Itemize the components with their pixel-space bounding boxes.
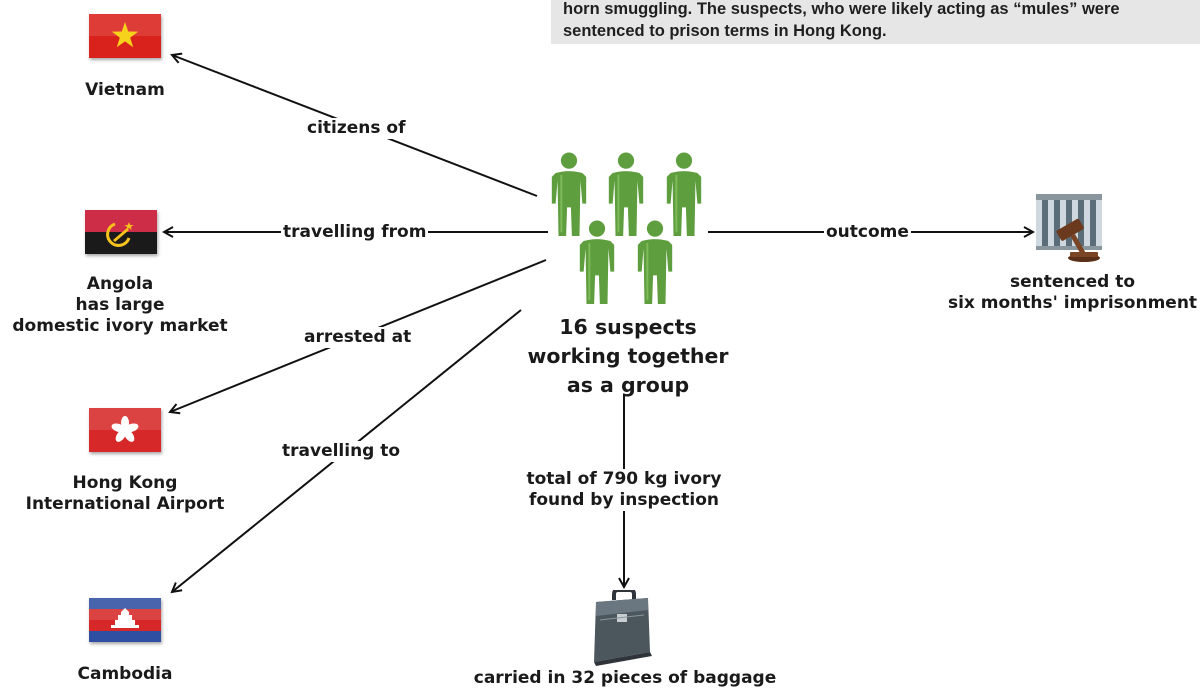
caption-line-1: horn smuggling. The suspects, who were l… xyxy=(563,0,1120,18)
node-hong-kong-line-1: Hong Kong xyxy=(72,473,178,493)
node-sentence-label: sentenced to six months' imprisonment xyxy=(945,272,1200,314)
edge-label-outcome: outcome xyxy=(824,222,911,243)
node-angola-line-1: Angola xyxy=(86,274,154,294)
center-label-line-2: working together xyxy=(527,344,729,368)
edge-label-inspection-line-1: total of 790 kg ivory xyxy=(526,469,722,489)
center-node-label: 16 suspects working together as a group xyxy=(513,313,743,400)
caption-box: horn smuggling. The suspects, who were l… xyxy=(551,0,1200,44)
edge-label-arrested-at: arrested at xyxy=(302,327,414,348)
node-angola-line-3: domestic ivory market xyxy=(12,316,228,336)
edge-label-inspection: total of 790 kg ivory found by inspectio… xyxy=(508,469,740,511)
node-vietnam-label: Vietnam xyxy=(85,80,165,100)
edge-label-inspection-line-2: found by inspection xyxy=(528,490,720,510)
hong-kong-flag-icon xyxy=(89,408,161,452)
node-cambodia-label: Cambodia xyxy=(77,664,173,684)
node-hong-kong-label: Hong Kong International Airport xyxy=(10,473,240,515)
node-angola-label: Angola has large domestic ivory market xyxy=(0,274,240,337)
node-baggage-label: carried in 32 pieces of baggage xyxy=(473,668,777,688)
prison-gavel-icon xyxy=(1032,192,1112,268)
caption-line-2: sentenced to prison terms in Hong Kong. xyxy=(563,22,887,40)
people-group-icon xyxy=(548,152,708,316)
vietnam-flag-icon xyxy=(89,14,161,58)
cambodia-flag-icon xyxy=(89,598,161,642)
briefcase-icon xyxy=(590,588,654,670)
edge-label-citizens-of: citizens of xyxy=(305,118,408,139)
center-label-line-1: 16 suspects xyxy=(559,315,697,339)
center-label-line-3: as a group xyxy=(566,373,690,397)
node-sentence-line-2: six months' imprisonment xyxy=(947,293,1198,313)
node-hong-kong-line-2: International Airport xyxy=(25,494,225,514)
angola-flag-icon xyxy=(85,210,157,254)
edge-label-travelling-from: travelling from xyxy=(281,222,429,243)
node-sentence-line-1: sentenced to xyxy=(1009,272,1135,292)
edge-label-travelling-to: travelling to xyxy=(280,441,403,462)
node-angola-line-2: has large xyxy=(75,295,165,315)
